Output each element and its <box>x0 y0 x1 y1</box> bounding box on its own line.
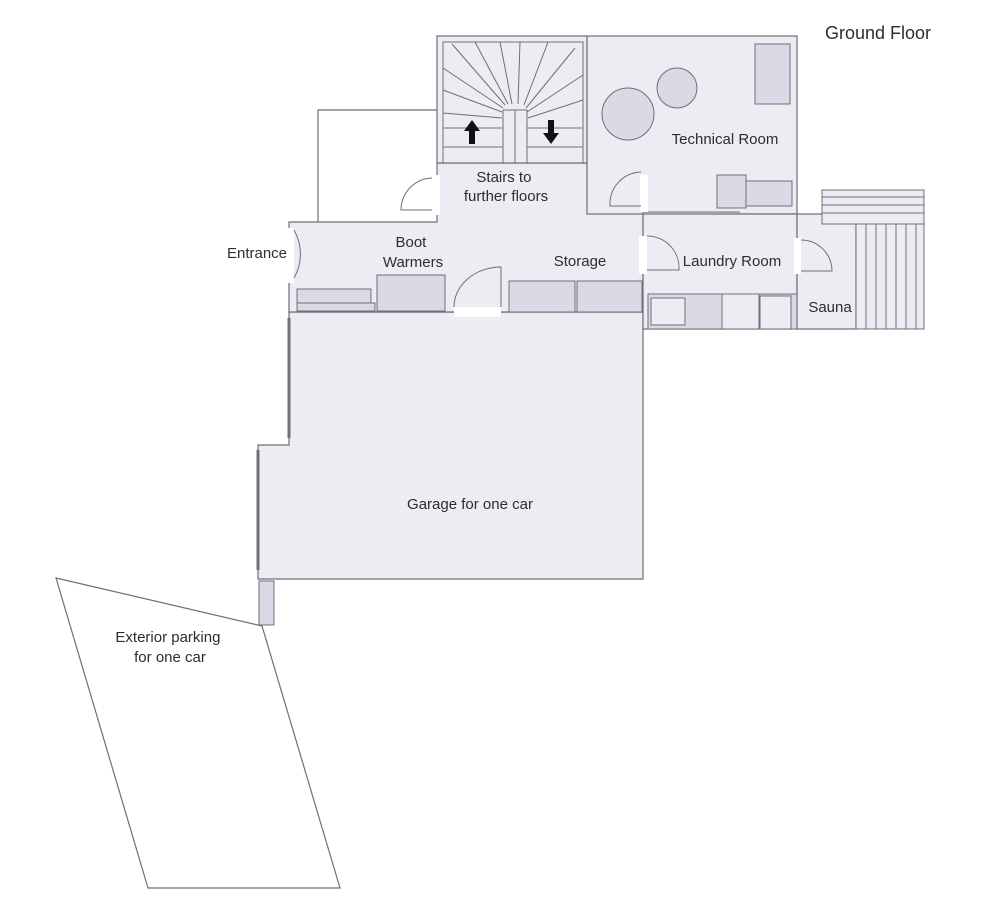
garage-label: Garage for one car <box>407 496 533 513</box>
dryer <box>759 295 792 330</box>
exterior-parking-label: Exterior parking for one car <box>115 629 224 666</box>
sauna-upper-bench <box>821 189 925 225</box>
boot-warmers-line-2: Warmers <box>383 254 443 271</box>
exterior-parking-area <box>55 577 341 889</box>
exterior-wall-stub <box>317 109 437 222</box>
entrance-door <box>293 229 301 279</box>
laundry-room-label: Laundry Room <box>683 253 781 270</box>
garage-room <box>257 311 644 580</box>
garage-opening <box>454 307 501 317</box>
technical-unit-b <box>745 180 793 207</box>
sauna-door <box>800 239 833 272</box>
entrance-label: Entrance <box>227 245 287 262</box>
sauna-slats <box>822 196 924 329</box>
laundry-room-door <box>646 235 680 271</box>
washing-machine <box>721 293 760 330</box>
tech-opening <box>640 175 648 212</box>
stair-left-door <box>400 177 433 211</box>
stairs-label-line-1: Stairs to <box>476 169 531 186</box>
garage-door <box>453 266 502 308</box>
stairs-label-line-2: further floors <box>464 188 548 205</box>
entrance-opening <box>285 228 294 283</box>
exterior-parking-line-2: for one car <box>134 649 206 666</box>
entrance-shelf <box>296 302 376 312</box>
floor-title: Ground Floor <box>825 23 931 43</box>
laundry-opening <box>639 236 647 274</box>
exterior-parking-line-1: Exterior parking <box>115 629 220 646</box>
technical-room-label: Technical Room <box>672 131 779 148</box>
storage-cabinet-right <box>576 280 643 313</box>
technical-room-door <box>609 171 642 207</box>
technical-cabinet <box>754 43 791 105</box>
water-tank <box>656 67 698 109</box>
storage-cabinet-left <box>508 280 576 313</box>
boot-warmers-label: Boot Warmers <box>383 234 443 271</box>
storage-label: Storage <box>554 253 607 270</box>
garage-side-door <box>258 580 275 626</box>
stairs-label: Stairs to further floors <box>464 169 548 205</box>
entrance-bench <box>296 288 372 304</box>
sauna-bench <box>855 223 925 330</box>
sauna-opening <box>794 238 801 274</box>
boiler-tank <box>601 87 655 141</box>
boot-warmer-cabinet <box>376 274 446 312</box>
stair-treads <box>442 41 584 164</box>
stairs-up-arrow-icon <box>464 120 480 144</box>
stairwell <box>436 35 588 164</box>
technical-unit-a <box>716 174 747 209</box>
stairs-down-arrow-icon <box>543 120 559 144</box>
sauna-label: Sauna <box>808 299 852 316</box>
boot-warmers-line-1: Boot <box>395 234 427 251</box>
laundry-sink <box>650 297 686 326</box>
stair-left-opening <box>432 175 440 215</box>
